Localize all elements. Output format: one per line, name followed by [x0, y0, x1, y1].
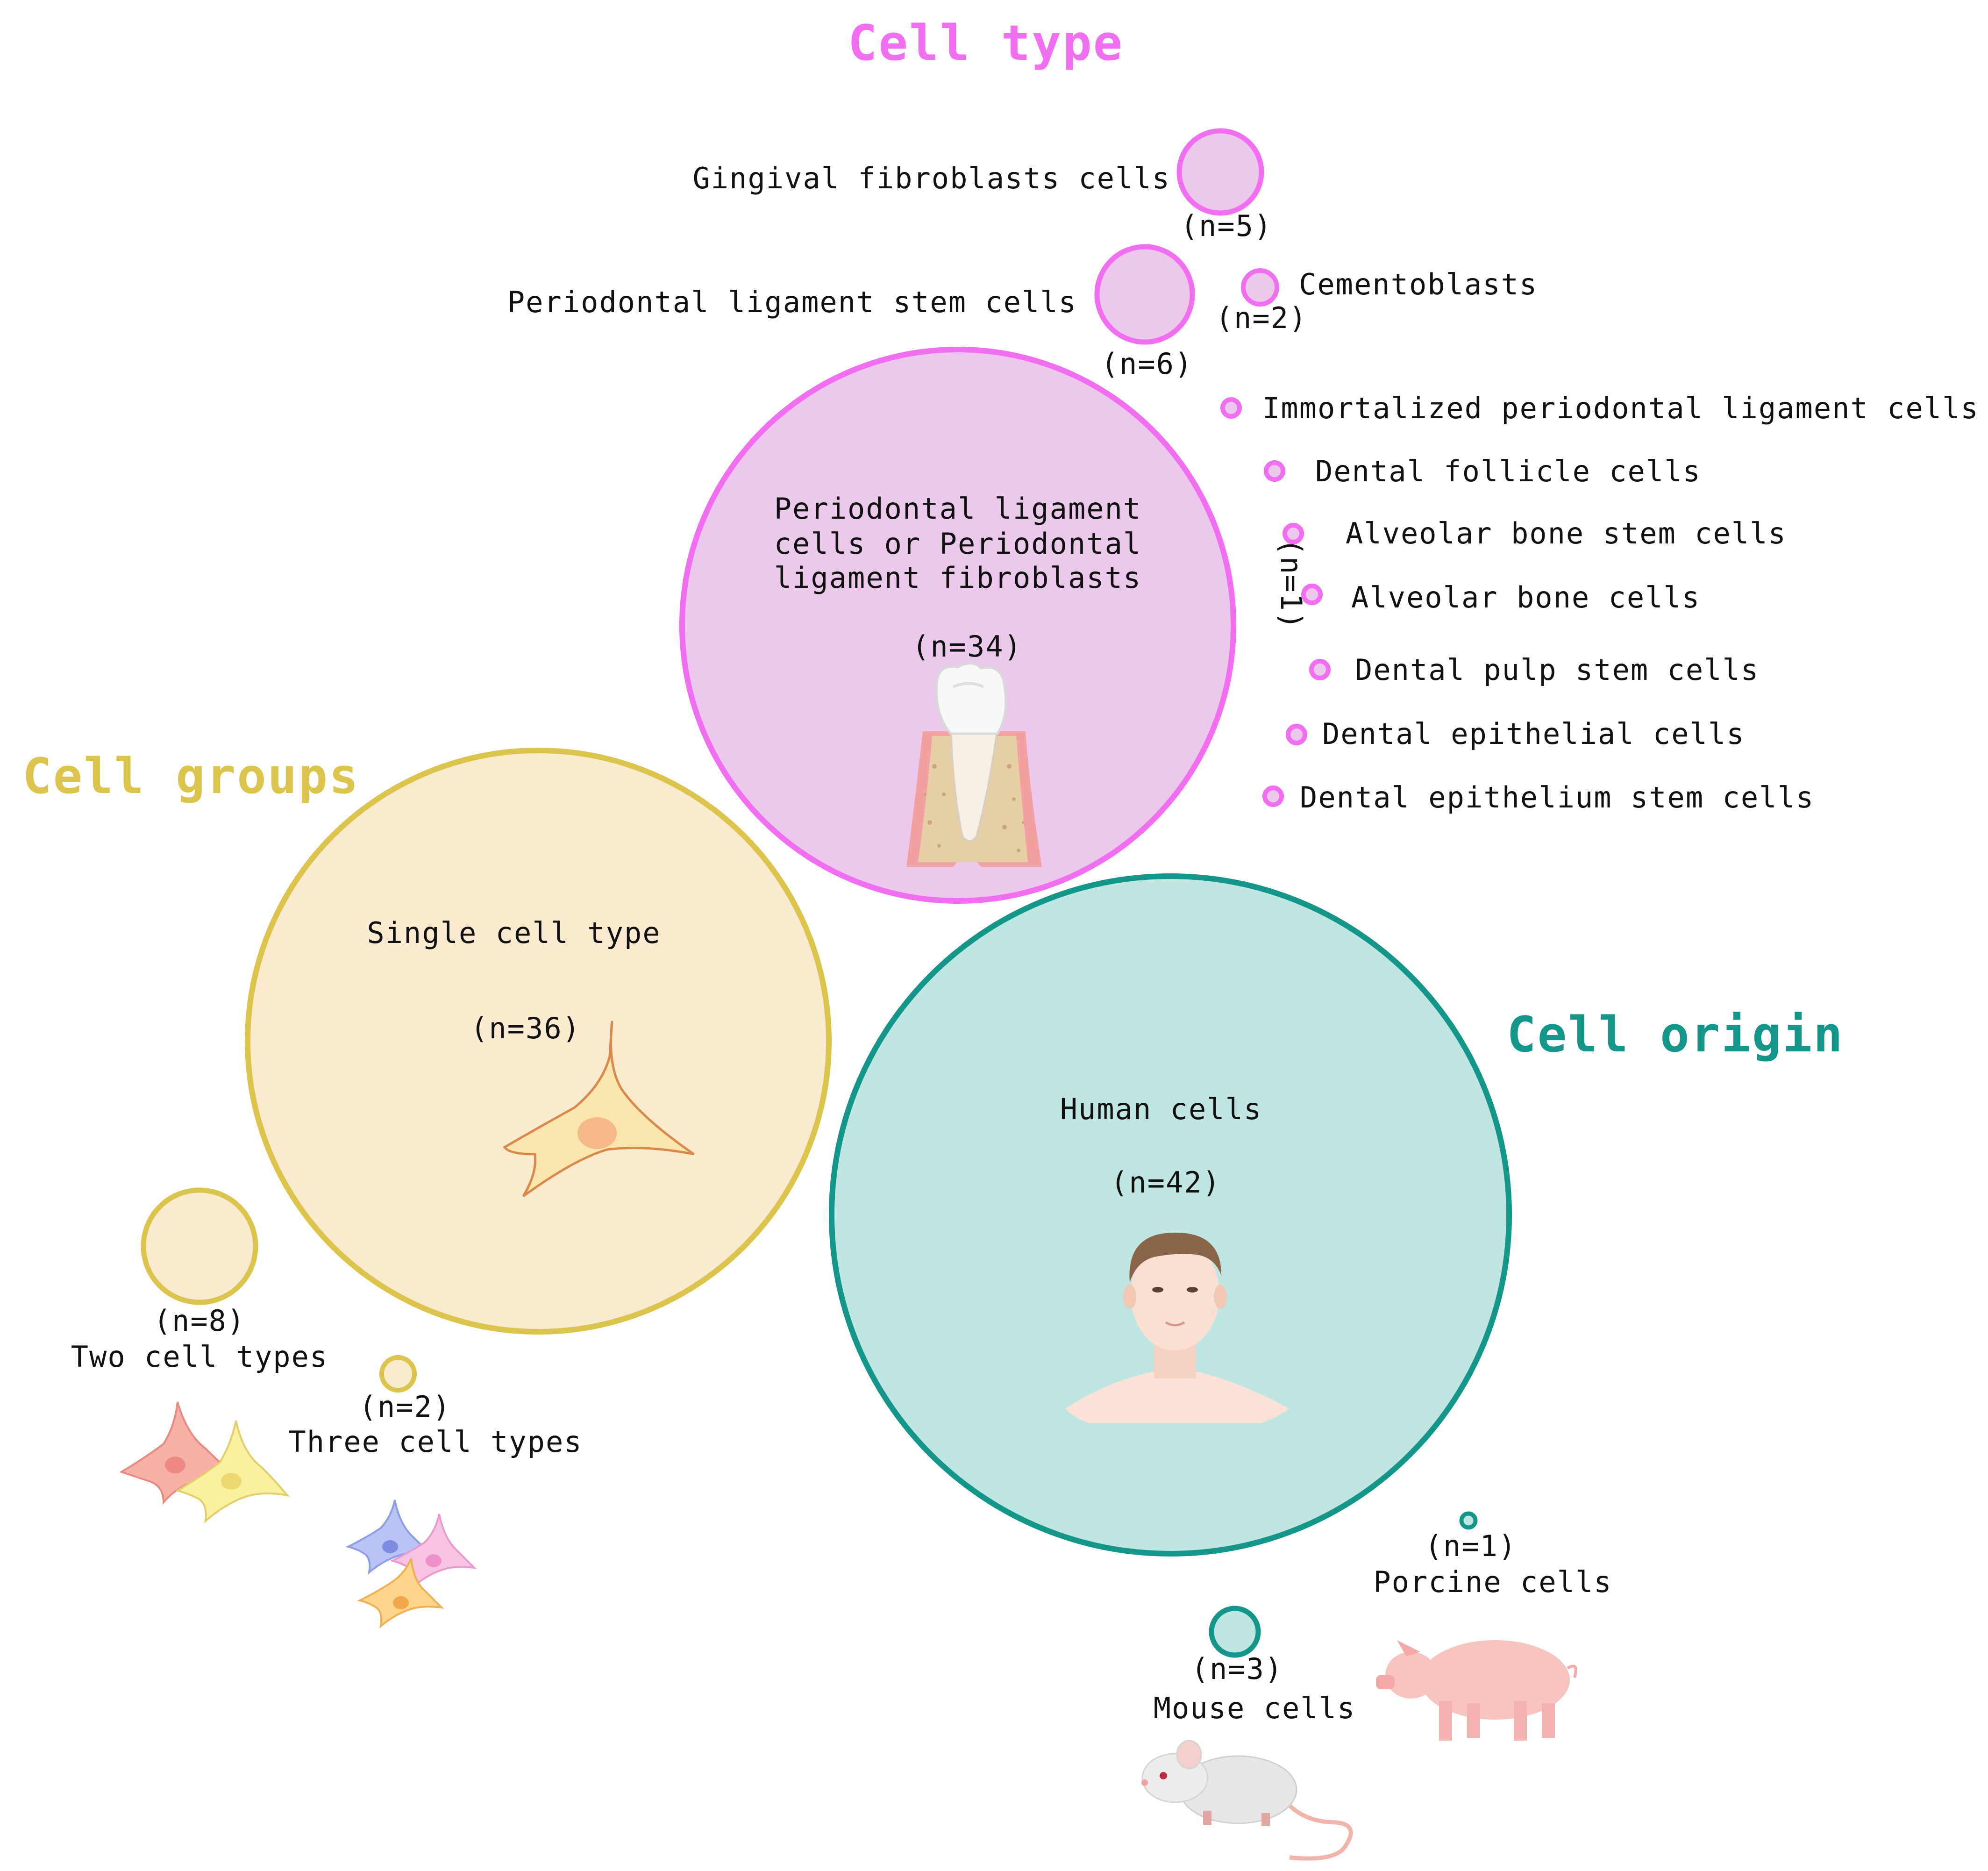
singleton-count: (n=1)	[1274, 538, 1308, 630]
three-cell-types-label: Three cell types	[288, 1425, 582, 1459]
human-cells-label: Human cells	[1060, 1092, 1262, 1126]
cementoblasts-count: (n=2)	[1216, 301, 1308, 335]
gingival-fibroblasts-count: (n=5)	[1181, 209, 1273, 243]
human-cells-count: (n=42)	[1111, 1165, 1221, 1200]
gingival-fibroblasts-label: Gingival fibroblasts cells	[692, 161, 1170, 195]
singleton-dot-1	[1220, 397, 1242, 419]
pdl-cells-bubble	[679, 347, 1236, 904]
pdl-stem-cells-count: (n=6)	[1101, 347, 1193, 381]
tooth-icon	[906, 662, 1042, 867]
mouse-cells-label: Mouse cells	[1154, 1691, 1356, 1725]
pdl-cells-label-line3: ligament fibroblasts	[774, 561, 1142, 595]
three-cells-icon	[345, 1500, 477, 1628]
pdl-stem-cells-bubble	[1094, 244, 1195, 345]
human-cells-bubble	[829, 873, 1512, 1557]
two-cell-types-bubble	[141, 1187, 258, 1305]
pdl-cells-label-line1: Periodontal ligament	[774, 492, 1142, 526]
cell-origin-title: Cell origin	[1507, 1006, 1844, 1063]
singleton-label-4: Alveolar bone cells	[1351, 580, 1700, 614]
cell-type-title: Cell type	[848, 14, 1124, 71]
cementoblasts-bubble	[1241, 268, 1279, 307]
cell-icon	[503, 1021, 695, 1198]
singleton-label-5: Dental pulp stem cells	[1355, 653, 1759, 687]
three-cell-types-count: (n=2)	[359, 1390, 451, 1424]
mouse-cells-count: (n=3)	[1191, 1652, 1283, 1686]
singleton-label-1: Immortalized periodontal ligament cells	[1262, 391, 1979, 425]
singleton-dot-6	[1286, 724, 1307, 745]
porcine-cells-count: (n=1)	[1425, 1529, 1517, 1563]
singleton-dots	[1220, 397, 1331, 807]
single-cell-type-bubble	[245, 748, 832, 1335]
mouse-icon	[1141, 1740, 1353, 1861]
single-cell-type-label: Single cell type	[367, 916, 661, 950]
porcine-cells-label: Porcine cells	[1373, 1565, 1612, 1599]
porcine-cells-bubble	[1459, 1511, 1478, 1530]
human-icon	[1065, 1232, 1290, 1423]
gingival-fibroblasts-bubble	[1176, 128, 1264, 216]
mouse-cells-bubble	[1209, 1606, 1261, 1658]
pdl-cells-label-line2: cells or Periodontal	[774, 527, 1142, 561]
singleton-dot-5	[1309, 659, 1331, 680]
singleton-label-3: Alveolar bone stem cells	[1346, 516, 1787, 550]
singleton-label-7: Dental epithelium stem cells	[1300, 780, 1814, 814]
two-cells-icon	[119, 1401, 290, 1523]
single-cell-type-count: (n=36)	[470, 1011, 581, 1045]
three-cell-types-bubble	[379, 1355, 417, 1393]
two-cell-types-count: (n=8)	[154, 1304, 246, 1338]
pdl-stem-cells-label: Periodontal ligament stem cells	[507, 285, 1077, 319]
singleton-dot-4	[1301, 584, 1323, 605]
cell-groups-title: Cell groups	[22, 748, 360, 805]
singleton-dot-7	[1262, 786, 1284, 807]
singleton-label-6: Dental epithelial cells	[1322, 717, 1745, 751]
two-cell-types-label: Two cell types	[71, 1340, 328, 1374]
pdl-cells-count: (n=34)	[912, 629, 1022, 664]
singleton-dot-2	[1264, 460, 1285, 482]
cementoblasts-label: Cementoblasts	[1299, 267, 1538, 301]
pig-icon	[1376, 1640, 1577, 1741]
singleton-dot-3	[1283, 523, 1304, 544]
singleton-label-2: Dental follicle cells	[1315, 454, 1701, 488]
